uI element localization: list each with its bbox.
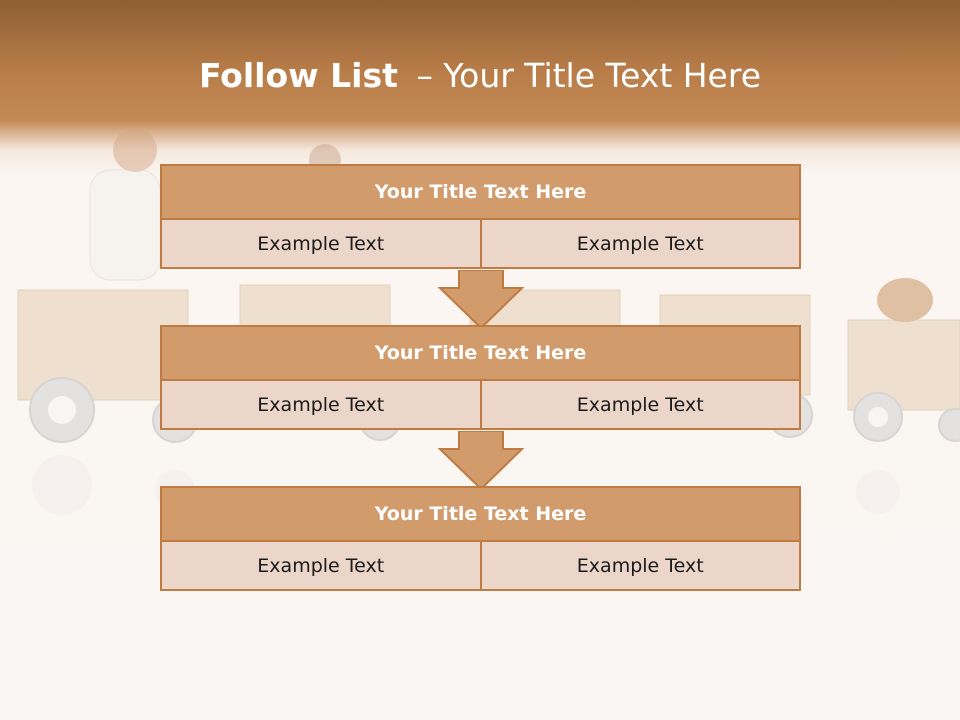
block-heading: Your Title Text Here [160,486,801,542]
down-arrow-icon [438,270,524,330]
block-cell-right: Example Text [481,381,801,430]
block-cell-right: Example Text [481,542,801,591]
block-cell-left: Example Text [160,381,482,430]
list-block-1: Your Title Text Here Example Text Exampl… [160,164,801,269]
list-block-3: Your Title Text Here Example Text Exampl… [160,486,801,591]
list-block-2: Your Title Text Here Example Text Exampl… [160,325,801,430]
block-heading: Your Title Text Here [160,164,801,220]
slide-title: Follow List – Your Title Text Here [0,52,960,100]
block-cell-left: Example Text [160,220,482,269]
down-arrow-icon [438,431,524,491]
title-bold: Follow List [198,56,398,95]
block-row: Example Text Example Text [160,381,801,430]
block-cell-left: Example Text [160,542,482,591]
block-row: Example Text Example Text [160,220,801,269]
block-heading: Your Title Text Here [160,325,801,381]
block-cell-right: Example Text [481,220,801,269]
title-rest: – Your Title Text Here [416,56,762,95]
block-row: Example Text Example Text [160,542,801,591]
